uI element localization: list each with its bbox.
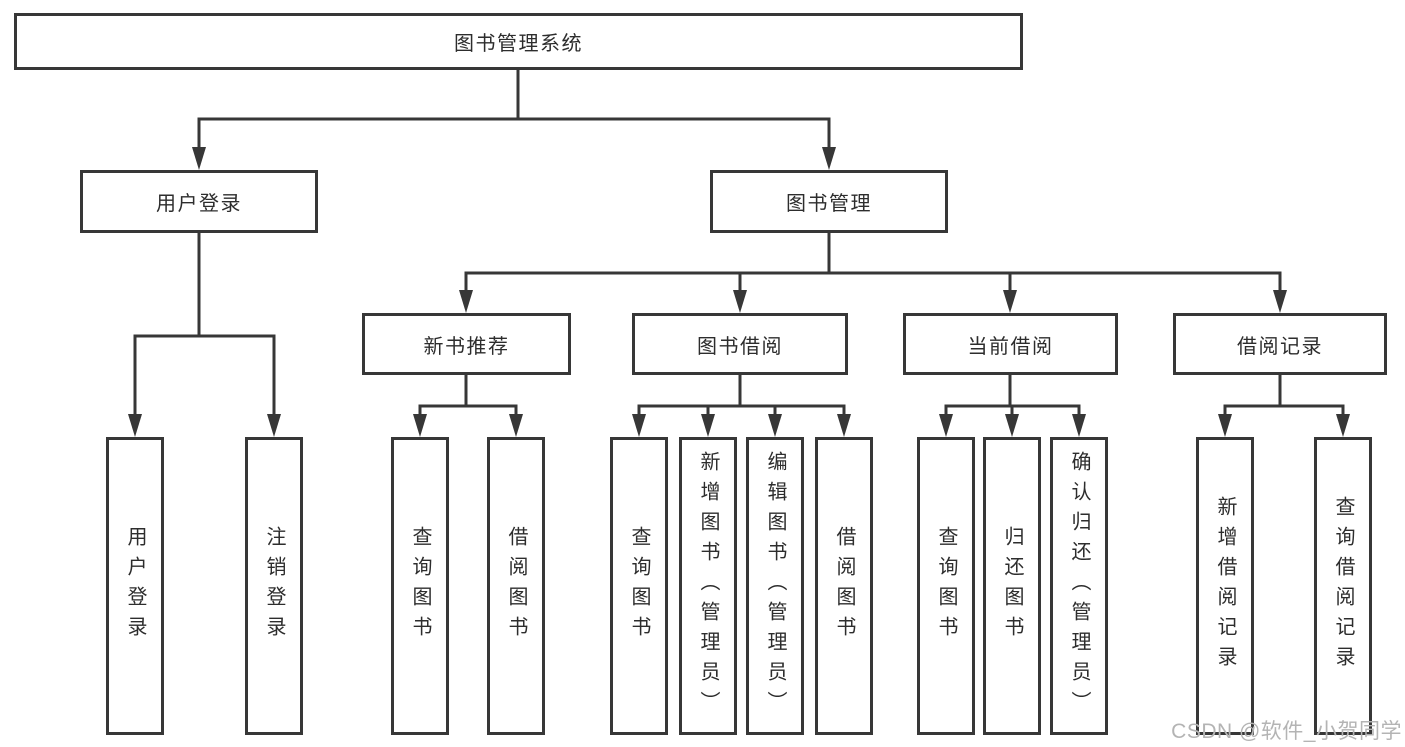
- node-user-login-label: 用户登录: [156, 193, 242, 215]
- arrowhead-icon: [459, 290, 473, 313]
- leaf-query-books-current-label: 查询图书: [935, 526, 957, 646]
- leaf-return-books: 归还图书: [983, 437, 1041, 735]
- leaf-confirm-return-admin: 确认归还（管理员）: [1050, 437, 1108, 735]
- leaf-confirm-return-admin-label: 确认归还（管理员）: [1068, 451, 1090, 721]
- leaf-query-books-recommend-label: 查询图书: [409, 526, 431, 646]
- leaf-query-books-current: 查询图书: [917, 437, 975, 735]
- node-user-login: 用户登录: [80, 170, 318, 233]
- arrowhead-icon: [1005, 414, 1019, 437]
- leaf-return-books-label: 归还图书: [1001, 526, 1023, 646]
- node-borrow-records: 借阅记录: [1173, 313, 1387, 375]
- leaf-logout: 注销登录: [245, 437, 303, 735]
- leaf-query-books-borrow: 查询图书: [610, 437, 668, 735]
- leaf-add-book-admin-label: 新增图书（管理员）: [697, 451, 719, 721]
- node-borrow-records-label: 借阅记录: [1237, 335, 1323, 358]
- leaf-edit-book-admin: 编辑图书（管理员）: [746, 437, 804, 735]
- node-new-book-recommend-label: 新书推荐: [423, 335, 510, 358]
- arrowhead-icon: [1072, 414, 1086, 437]
- node-library-system: 图书管理系统: [14, 13, 1023, 70]
- leaf-borrow-books-label: 借阅图书: [833, 526, 855, 646]
- leaf-query-borrow-record-label: 查询借阅记录: [1332, 496, 1354, 676]
- leaf-borrow-books-recommend: 借阅图书: [487, 437, 545, 735]
- node-book-borrowing: 图书借阅: [632, 313, 848, 375]
- leaf-query-books-borrow-label: 查询图书: [628, 526, 650, 646]
- arrowhead-icon: [701, 414, 715, 437]
- node-library-system-label: 图书管理系统: [454, 33, 583, 55]
- arrowhead-icon: [837, 414, 851, 437]
- leaf-edit-book-admin-label: 编辑图书（管理员）: [764, 451, 786, 721]
- arrowhead-icon: [733, 290, 747, 313]
- leaf-logout-label: 注销登录: [263, 526, 285, 646]
- leaf-borrow-books: 借阅图书: [815, 437, 873, 735]
- node-book-management: 图书管理: [710, 170, 948, 233]
- arrowhead-icon: [939, 414, 953, 437]
- leaf-user-login: 用户登录: [106, 437, 164, 735]
- arrowhead-icon: [1218, 414, 1232, 437]
- leaf-add-borrow-record-label: 新增借阅记录: [1214, 496, 1236, 676]
- leaf-add-borrow-record: 新增借阅记录: [1196, 437, 1254, 735]
- arrowhead-icon: [267, 414, 281, 437]
- arrowhead-icon: [413, 414, 427, 437]
- arrowhead-icon: [822, 147, 836, 170]
- arrowhead-icon: [632, 414, 646, 437]
- arrowhead-icon: [128, 414, 142, 437]
- arrowhead-icon: [1336, 414, 1350, 437]
- arrowhead-icon: [768, 414, 782, 437]
- node-current-borrowing-label: 当前借阅: [967, 335, 1054, 358]
- node-book-borrowing-label: 图书借阅: [697, 335, 783, 358]
- csdn-watermark: CSDN @软件_小贺同学: [1171, 720, 1402, 743]
- arrowhead-icon: [1273, 290, 1287, 313]
- node-book-management-label: 图书管理: [786, 193, 872, 215]
- arrowhead-icon: [1003, 290, 1017, 313]
- arrowhead-icon: [509, 414, 523, 437]
- node-new-book-recommend: 新书推荐: [362, 313, 571, 375]
- leaf-add-book-admin: 新增图书（管理员）: [679, 437, 737, 735]
- leaf-borrow-books-recommend-label: 借阅图书: [505, 526, 527, 646]
- leaf-query-borrow-record: 查询借阅记录: [1314, 437, 1372, 735]
- node-current-borrowing: 当前借阅: [903, 313, 1118, 375]
- arrowhead-icon: [192, 147, 206, 170]
- leaf-query-books-recommend: 查询图书: [391, 437, 449, 735]
- leaf-user-login-label: 用户登录: [124, 526, 146, 646]
